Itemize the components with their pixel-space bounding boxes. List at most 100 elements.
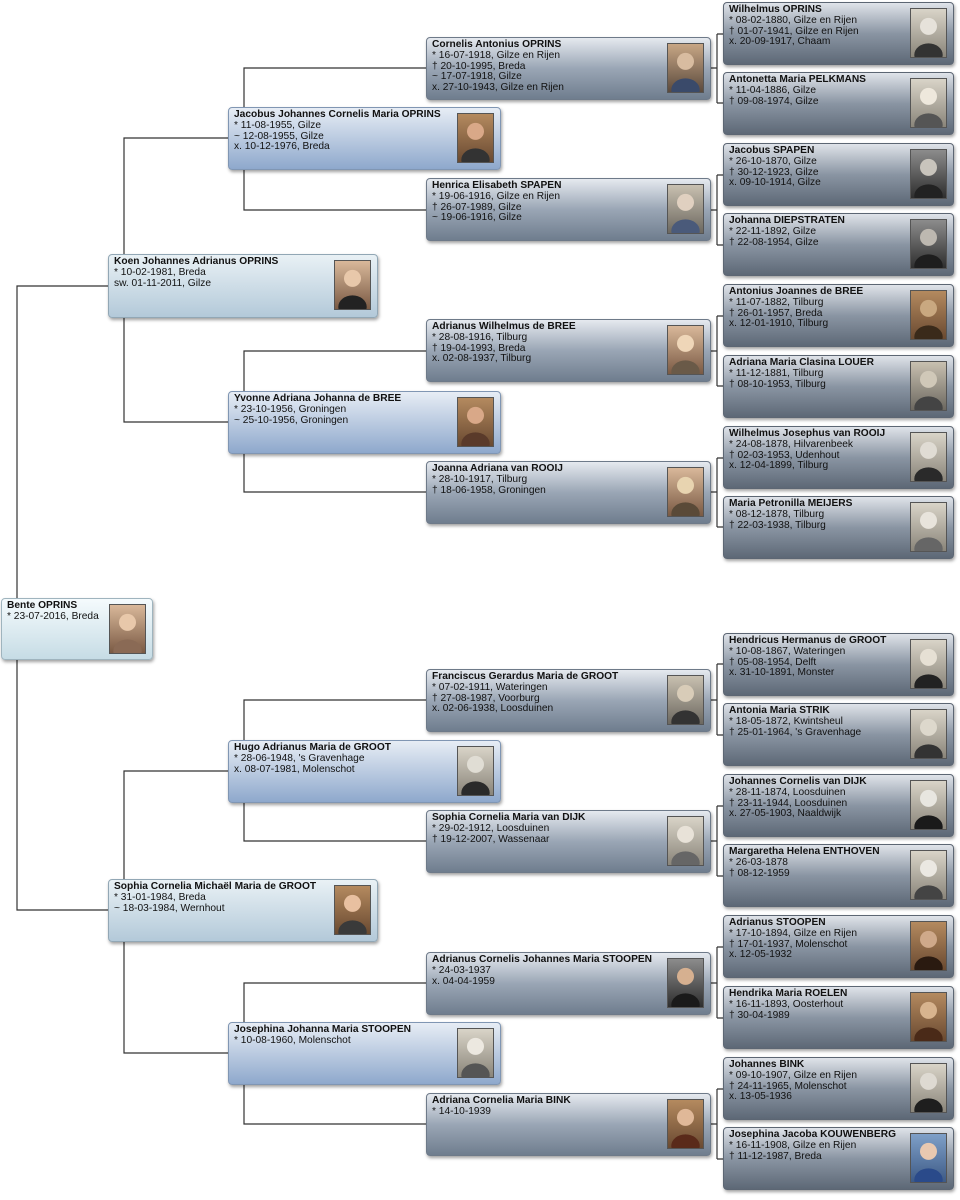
connector-line [243,67,426,107]
person-detail: * 16-07-1918, Gilze en Rijen [432,49,560,61]
person-card-antonius-de-bree[interactable]: Antonius Joannes de BREE* 11-07-1882, Ti… [723,284,954,347]
person-name: Yvonne Adriana Johanna de BREE [234,393,402,404]
connector-line [711,663,723,736]
person-card-adrianus-de-bree[interactable]: Adrianus Wilhelmus de BREE* 28-08-1916, … [426,319,711,382]
person-detail: ~ 19-06-1916, Gilze [432,212,522,224]
person-card-adrianus-stoopen-1894[interactable]: Adrianus STOOPEN* 17-10-1894, Gilze en R… [723,915,954,978]
portrait-photo [910,992,947,1042]
person-card-josephina-kouwenberg[interactable]: Josephina Jacoba KOUWENBERG* 16-11-1908,… [723,1127,954,1190]
connector-line [243,699,426,740]
person-card-cornelis-oprins[interactable]: Cornelis Antonius OPRINS* 16-07-1918, Gi… [426,37,711,100]
connector-line [123,770,228,879]
person-detail: x. 02-08-1937, Tilburg [432,353,532,365]
person-card-maria-meijers[interactable]: Maria Petronilla MEIJERS* 08-12-1878, Ti… [723,496,954,559]
person-card-jacobus-spapen[interactable]: Jacobus SPAPEN* 26-10-1870, Gilze† 30-12… [723,143,954,206]
person-card-josephina-stoopen[interactable]: Josephina Johanna Maria STOOPEN* 10-08-1… [228,1022,501,1085]
person-card-wilhelmus-van-rooij[interactable]: Wilhelmus Josephus van ROOIJ* 24-08-1878… [723,426,954,489]
connector-line [711,457,723,528]
person-detail: † 18-06-1958, Groningen [432,484,546,496]
person-card-johannes-van-dijk[interactable]: Johannes Cornelis van DIJK* 28-11-1874, … [723,774,954,837]
portrait-photo [910,149,947,199]
person-card-johannes-bink[interactable]: Johannes BINK* 09-10-1907, Gilze en Rije… [723,1057,954,1120]
person-detail: * 11-12-1881, Tilburg [729,367,824,379]
person-name: Sophia Cornelia Michaël Maria de GROOT [114,881,317,892]
person-detail: † 22-03-1938, Tilburg [729,519,826,531]
person-name: Hugo Adrianus Maria de GROOT [234,742,391,753]
person-card-margaretha-enthoven[interactable]: Margaretha Helena ENTHOVEN* 26-03-1878† … [723,844,954,907]
person-name: Adriana Maria Clasina LOUER [729,357,874,368]
person-name: Joanna Adriana van ROOIJ [432,463,563,474]
person-detail: x. 27-05-1903, Naaldwijk [729,808,842,820]
person-card-adriana-louer[interactable]: Adriana Maria Clasina LOUER* 11-12-1881,… [723,355,954,418]
portrait-photo [667,325,704,375]
person-card-antonetta-pelkmans[interactable]: Antonetta Maria PELKMANS* 11-04-1886, Gi… [723,72,954,135]
person-detail: * 23-07-2016, Breda [7,610,99,622]
person-card-joanna-van-rooij[interactable]: Joanna Adriana van ROOIJ* 28-10-1917, Ti… [426,461,711,524]
person-detail: * 28-10-1917, Tilburg [432,473,528,485]
person-detail: † 23-11-1944, Loosduinen [729,797,848,809]
connector-line [243,803,426,842]
portrait-photo [910,921,947,971]
person-card-wilhelmus-oprins[interactable]: Wilhelmus OPRINS* 08-02-1880, Gilze en R… [723,2,954,65]
person-detail: * 16-11-1908, Gilze en Rijen [729,1139,857,1151]
portrait-photo [667,43,704,93]
person-detail: † 09-08-1974, Gilze [729,95,819,107]
connector-line [123,318,228,423]
connector-line [243,982,426,1022]
portrait-photo [667,958,704,1008]
person-detail: * 22-11-1892, Gilze [729,225,817,237]
person-name: Wilhelmus Josephus van ROOIJ [729,428,886,439]
person-detail: x. 09-10-1914, Gilze [729,177,821,189]
connector-line [243,454,426,493]
person-detail: † 02-03-1953, Udenhout [729,449,840,461]
portrait-photo [667,816,704,866]
portrait-photo [109,604,146,654]
person-detail: * 26-10-1870, Gilze [729,155,817,167]
person-detail: ~ 17-07-1918, Gilze [432,71,522,83]
person-detail: † 26-07-1989, Gilze [432,201,522,213]
person-card-johanna-diepstraten[interactable]: Johanna DIEPSTRATEN* 22-11-1892, Gilze† … [723,213,954,276]
person-name: Johannes Cornelis van DIJK [729,776,867,787]
portrait-photo [910,361,947,411]
connector-line [243,1085,426,1125]
person-detail: * 19-06-1916, Gilze en Rijen [432,190,560,202]
person-detail: x. 08-07-1981, Molenschot [234,763,355,775]
person-detail: * 16-11-1893, Oosterhout [729,998,844,1010]
person-detail: † 05-08-1954, Delft [729,656,817,668]
portrait-photo [910,219,947,269]
person-card-sophia-de-groot[interactable]: Sophia Cornelia Michaël Maria de GROOT* … [108,879,378,942]
connector-line [243,170,426,211]
person-name: Adrianus Wilhelmus de BREE [432,321,576,332]
portrait-photo [667,1099,704,1149]
person-card-franciscus-de-groot[interactable]: Franciscus Gerardus Maria de GROOT* 07-0… [426,669,711,732]
portrait-photo [910,432,947,482]
person-detail: † 19-04-1993, Breda [432,342,526,354]
person-detail: x. 27-10-1943, Gilze en Rijen [432,82,564,94]
person-card-adriana-bink[interactable]: Adriana Cornelia Maria BINK* 14-10-1939 [426,1093,711,1156]
person-detail: † 27-08-1987, Voorburg [432,692,540,704]
person-card-sophia-van-dijk[interactable]: Sophia Cornelia Maria van DIJK* 29-02-19… [426,810,711,873]
person-detail: † 17-01-1937, Molenschot [729,938,848,950]
person-card-adrianus-stoopen-1937[interactable]: Adrianus Cornelis Johannes Maria STOOPEN… [426,952,711,1015]
portrait-photo [910,8,947,58]
person-detail: † 08-10-1953, Tilburg [729,378,826,390]
person-card-henrica-spapen[interactable]: Henrica Elisabeth SPAPEN* 19-06-1916, Gi… [426,178,711,241]
person-card-hendrika-roelen[interactable]: Hendrika Maria ROELEN* 16-11-1893, Ooste… [723,986,954,1049]
person-detail: † 11-12-1987, Breda [729,1150,822,1162]
person-detail: * 14-10-1939 [432,1105,491,1117]
portrait-photo [457,746,494,796]
person-detail: ~ 18-03-1984, Wernhout [114,902,225,914]
person-detail: † 08-12-1959 [729,867,790,879]
portrait-photo [910,1133,947,1183]
person-name: Johannes BINK [729,1059,805,1070]
person-card-jacobus-oprins[interactable]: Jacobus Johannes Cornelis Maria OPRINS* … [228,107,501,170]
person-card-koen-oprins[interactable]: Koen Johannes Adrianus OPRINS* 10-02-198… [108,254,378,318]
person-card-yvonne-de-bree[interactable]: Yvonne Adriana Johanna de BREE* 23-10-19… [228,391,501,454]
person-card-hugo-de-groot[interactable]: Hugo Adrianus Maria de GROOT* 28-06-1948… [228,740,501,803]
person-card-bente-oprins[interactable]: Bente OPRINS* 23-07-2016, Breda [1,598,153,660]
person-detail: * 18-05-1872, Kwintsheul [729,715,843,727]
connector-line [711,1088,723,1160]
person-card-hendricus-de-groot[interactable]: Hendricus Hermanus de GROOT* 10-08-1867,… [723,633,954,696]
person-card-antonia-strik[interactable]: Antonia Maria STRIK* 18-05-1872, Kwintsh… [723,703,954,766]
